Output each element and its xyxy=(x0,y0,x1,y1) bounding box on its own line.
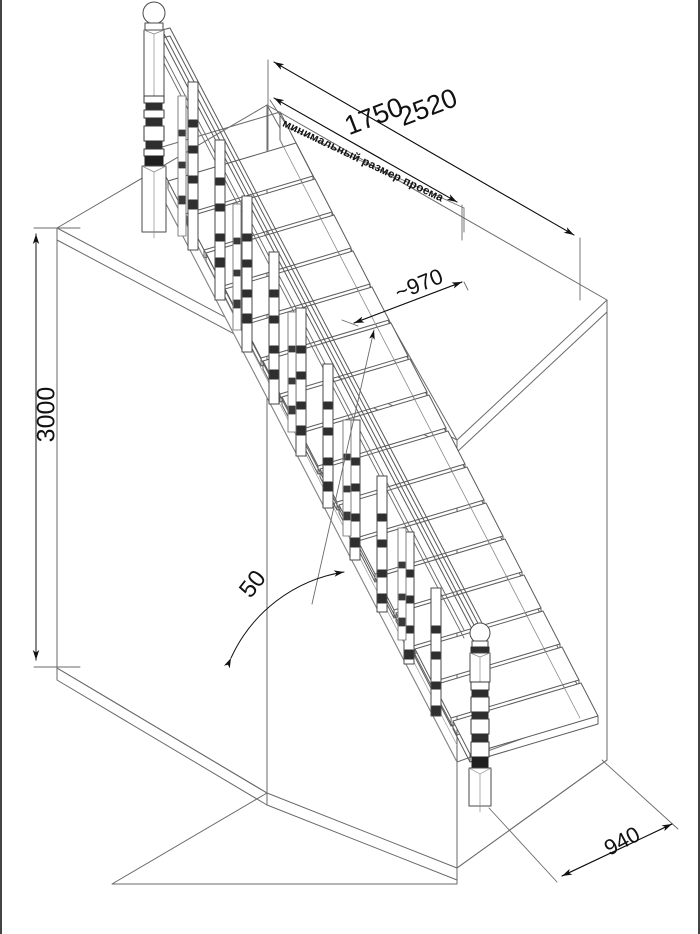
dimension-2520 xyxy=(267,59,581,301)
balusters-far xyxy=(177,95,407,641)
tread-pointer xyxy=(311,329,375,605)
dimension-label-floor-height: 3000 xyxy=(32,386,61,443)
newel-post-top xyxy=(141,1,167,239)
dimension-angle-50 xyxy=(223,570,345,669)
dimension-3000 xyxy=(32,227,81,668)
dimension-970 xyxy=(341,281,469,327)
dimension-940 xyxy=(488,759,679,883)
balusters-near xyxy=(187,81,442,717)
newel-post-bottom xyxy=(468,622,492,813)
dimension-1750 xyxy=(269,97,465,241)
handrail-near xyxy=(161,27,483,634)
